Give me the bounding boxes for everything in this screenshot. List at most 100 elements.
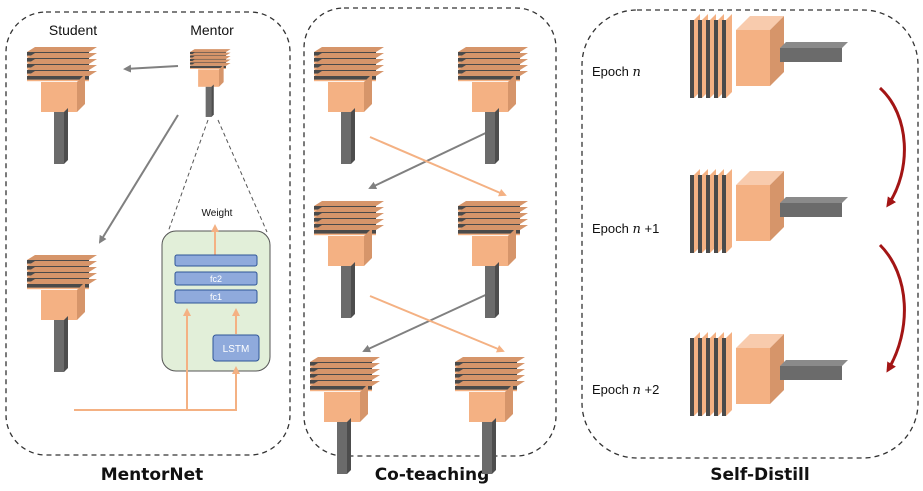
stem [337, 422, 347, 474]
mentor-to-student-arrow [123, 64, 179, 73]
layer-top [310, 357, 380, 362]
layer [27, 284, 89, 289]
layer-edge [190, 68, 226, 69]
stem [54, 112, 64, 164]
lstm-label: LSTM [223, 344, 250, 355]
layer-top [314, 71, 384, 76]
student-network-updated [27, 255, 97, 372]
layer [458, 230, 520, 235]
coteach-net-b-3 [455, 357, 525, 474]
layer [714, 175, 718, 253]
layer-top [190, 63, 231, 66]
layer-top [314, 47, 384, 52]
block-top [736, 16, 784, 30]
stem [341, 112, 351, 164]
layer-top [314, 201, 384, 206]
layer [314, 230, 376, 235]
stem-side [64, 316, 68, 372]
layer-top [310, 363, 380, 368]
layer-top [310, 369, 380, 374]
block-front [469, 392, 505, 422]
layer [690, 338, 694, 416]
layer-edge [27, 79, 89, 82]
stem-side [64, 108, 68, 164]
layer [706, 20, 710, 98]
layer [314, 76, 376, 81]
coteach-net-a-1 [314, 47, 384, 164]
layer-edge [455, 389, 517, 392]
stem-side [492, 418, 496, 474]
layer-top [27, 267, 97, 272]
layer [698, 20, 702, 98]
layer-edge [310, 389, 372, 392]
stem [482, 422, 492, 474]
layer-top [458, 219, 528, 224]
layer [455, 386, 517, 391]
layer-top [455, 369, 525, 374]
stem [54, 320, 64, 372]
block-side [77, 282, 85, 320]
coteach-net-a-2 [314, 201, 384, 318]
layer-top [27, 273, 97, 278]
coteach-net-a-3 [310, 357, 380, 474]
coteaching-panel-frame [303, 7, 557, 457]
layer-top [27, 261, 97, 266]
layer-top [27, 47, 97, 52]
coteach-net-b-1 [458, 47, 528, 164]
layer [27, 76, 89, 81]
layer-top [27, 255, 97, 260]
stem-top [780, 360, 848, 366]
stem [485, 266, 495, 318]
coteach-cross-orange-2 [369, 295, 505, 353]
epoch-1-to-2-arrow [878, 86, 906, 208]
mentor-label: Mentor [190, 22, 234, 38]
lstm-layer [212, 334, 260, 362]
layer-top [458, 207, 528, 212]
stem [780, 203, 842, 217]
stem-side [351, 262, 355, 318]
epoch-2-to-3-arrow [878, 243, 906, 373]
layer-side [726, 169, 732, 253]
layer [698, 175, 702, 253]
layer-top [190, 49, 231, 52]
feed-line-lstm [187, 366, 240, 411]
weight-label: Weight [202, 208, 233, 219]
selfdistill-net-epoch-n [690, 14, 848, 98]
mentor-to-new-student-arrow [98, 114, 179, 244]
layer [722, 338, 726, 416]
layer [722, 175, 726, 253]
coteaching-title: Co-teaching [375, 465, 490, 485]
layer-top [455, 381, 525, 386]
fc1-layer [174, 289, 258, 304]
layer-top [458, 213, 528, 218]
layer [310, 386, 372, 391]
stem [205, 86, 212, 117]
block-front [472, 236, 508, 266]
layer-top [455, 375, 525, 380]
fc1-label: fc1 [210, 292, 222, 302]
block-side [505, 384, 513, 422]
epoch-label-1: Epoch n [592, 64, 641, 80]
mentornet-module: Weight fc2 fc1 LSTM [161, 208, 271, 372]
layer [706, 175, 710, 253]
layer-top [27, 53, 97, 58]
layer-top [458, 47, 528, 52]
layer [690, 175, 694, 253]
layer-top [458, 71, 528, 76]
layer [714, 338, 718, 416]
layer-edge [314, 233, 376, 236]
block-front [324, 392, 360, 422]
network-icons [27, 14, 848, 474]
layer-edge [458, 233, 520, 236]
layer-top [314, 225, 384, 230]
block-front [736, 185, 770, 241]
layer-top [455, 363, 525, 368]
mentor-network [190, 49, 231, 117]
zoom-line-right [217, 119, 268, 233]
layer-edge [314, 79, 376, 82]
layer [690, 20, 694, 98]
block-side [770, 16, 784, 86]
stem-side [347, 418, 351, 474]
layer [698, 338, 702, 416]
coteach-cross-gray-1 [368, 129, 493, 190]
